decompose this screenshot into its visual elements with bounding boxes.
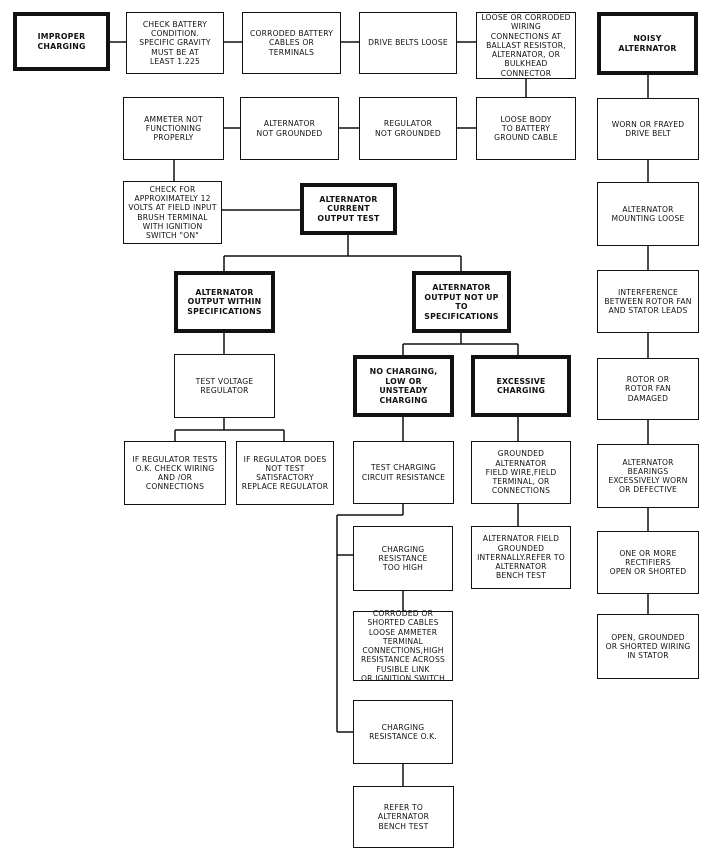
charging-resistance-high-box: CHARGING RESISTANCE TOO HIGH xyxy=(353,526,453,591)
corroded-shorted-cables-box: CORRODED OR SHORTED CABLES LOOSE AMMETER… xyxy=(353,609,453,683)
alternator-mounting-loose-box: ALTERNATOR MOUNTING LOOSE xyxy=(597,182,699,246)
worn-drive-belt-box: WORN OR FRAYED DRIVE BELT xyxy=(597,98,699,160)
corroded-battery-cables-box: CORRODED BATTERY CABLES OR TERMINALS xyxy=(242,12,341,74)
rotor-damaged-box: ROTOR OR ROTOR FAN DAMAGED xyxy=(597,358,699,420)
loose-corroded-wiring-box: LOOSE OR CORRODED WIRING CONNECTIONS AT … xyxy=(476,12,576,79)
output-not-up-to-specs-box: ALTERNATOR OUTPUT NOT UP TO SPECIFICATIO… xyxy=(412,271,511,333)
no-charging-box: NO CHARGING, LOW OR UNSTEADY CHARGING xyxy=(353,355,454,417)
regulator-tests-ok-box: IF REGULATOR TESTS O.K. CHECK WIRING AND… xyxy=(124,441,226,505)
ammeter-not-functioning-box: AMMETER NOT FUNCTIONING PROPERLY xyxy=(123,97,224,160)
open-grounded-stator-box: OPEN, GROUNDED OR SHORTED WIRING IN STAT… xyxy=(597,614,699,679)
check-12-volts-box: CHECK FOR APPROXIMATELY 12 VOLTS AT FIEL… xyxy=(123,181,222,244)
alternator-current-output-test-box: ALTERNATOR CURRENT OUTPUT TEST xyxy=(300,183,397,235)
interference-rotor-fan-box: INTERFERENCE BETWEEN ROTOR FAN AND STATO… xyxy=(597,270,699,333)
test-voltage-regulator-box: TEST VOLTAGE REGULATOR xyxy=(174,354,275,418)
rectifiers-open-shorted-box: ONE OR MORE RECTIFIERS OPEN OR SHORTED xyxy=(597,531,699,594)
output-within-specs-box: ALTERNATOR OUTPUT WITHIN SPECIFICATIONS xyxy=(174,271,275,333)
drive-belts-loose-box: DRIVE BELTS LOOSE xyxy=(359,12,457,74)
bearings-worn-box: ALTERNATOR BEARINGS EXCESSIVELY WORN OR … xyxy=(597,444,699,508)
field-grounded-internally-box: ALTERNATOR FIELD GROUNDED INTERNALLY.REF… xyxy=(471,526,571,589)
alternator-not-grounded-box: ALTERNATOR NOT GROUNDED xyxy=(240,97,339,160)
noisy-alternator-box: NOISY ALTERNATOR xyxy=(597,12,698,75)
regulator-not-grounded-box: REGULATOR NOT GROUNDED xyxy=(359,97,457,160)
refer-bench-test-box: REFER TO ALTERNATOR BENCH TEST xyxy=(353,786,454,848)
charging-resistance-ok-box: CHARGING RESISTANCE O.K. xyxy=(353,700,453,764)
regulator-not-satisfactory-box: IF REGULATOR DOES NOT TEST SATISFACTORY … xyxy=(236,441,334,505)
grounded-field-wire-box: GROUNDED ALTERNATOR FIELD WIRE,FIELD TER… xyxy=(471,441,571,504)
test-charging-circuit-box: TEST CHARGING CIRCUIT RESISTANCE xyxy=(353,441,454,504)
improper-charging-box: IMPROPER CHARGING xyxy=(13,12,110,71)
loose-body-ground-box: LOOSE BODY TO BATTERY GROUND CABLE xyxy=(476,97,576,160)
check-battery-box: CHECK BATTERY CONDITION. SPECIFIC GRAVIT… xyxy=(126,12,224,74)
excessive-charging-box: EXCESSIVE CHARGING xyxy=(471,355,571,417)
